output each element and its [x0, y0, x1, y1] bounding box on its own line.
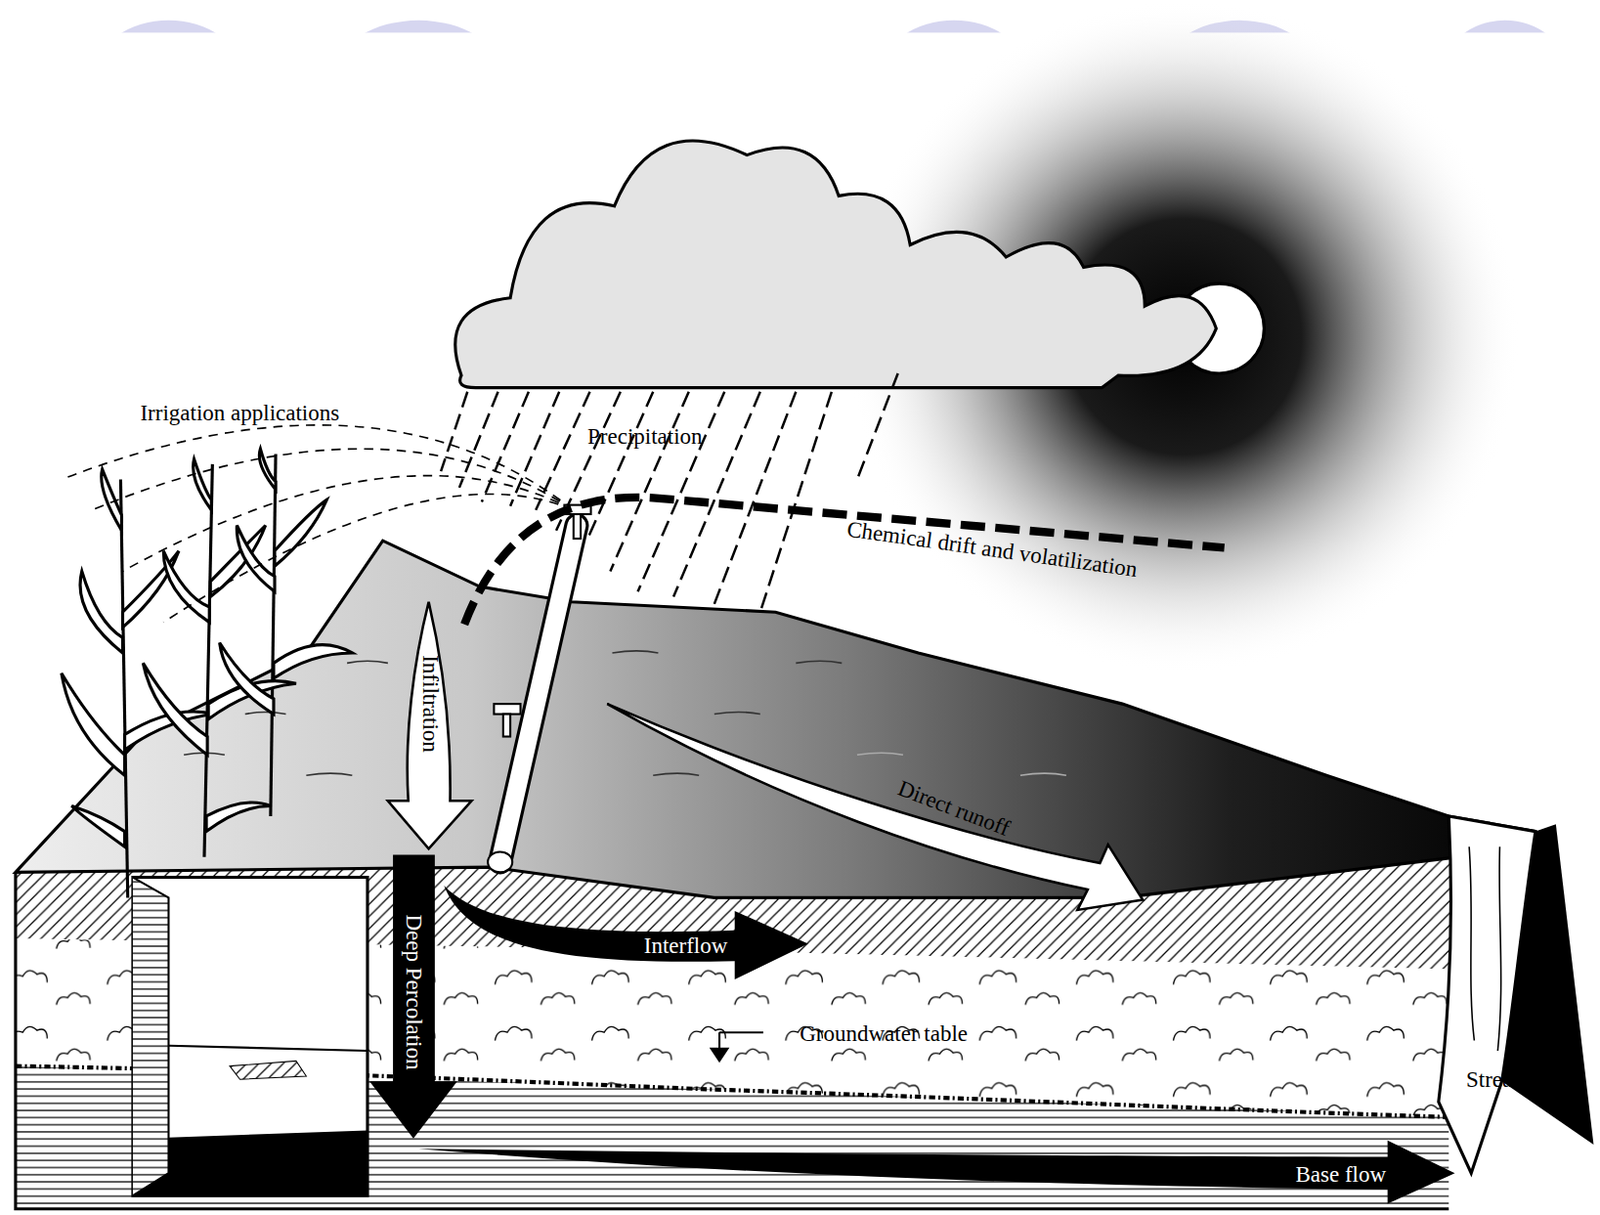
- rain-line: [638, 391, 726, 593]
- rain-line: [459, 391, 499, 488]
- irrigation-spray: [61, 425, 574, 623]
- stream-channel: [1438, 816, 1595, 1173]
- pointer-head: [711, 1048, 729, 1062]
- rain-line: [760, 391, 832, 612]
- flow-label: Infiltration: [417, 655, 442, 754]
- pit-hatch: [229, 1060, 306, 1080]
- flow-label: Chemical drift and volatilization: [845, 516, 1139, 582]
- texture-mark: [857, 752, 1067, 776]
- flow-label: Groundwater table: [799, 1021, 968, 1046]
- pit-line: [168, 1045, 368, 1051]
- flow-label: Stream: [1466, 1067, 1530, 1092]
- pointer-line: [719, 1031, 764, 1034]
- corn-stalk: [270, 453, 276, 816]
- rain-line: [510, 391, 560, 507]
- sprinkler-riser: [503, 714, 511, 737]
- deep-percolation-arrow: [369, 855, 458, 1139]
- sprinkler-head: [493, 703, 520, 714]
- spray-arc: [163, 493, 574, 622]
- infiltration-arrow: [388, 602, 473, 850]
- corn-stalk: [204, 464, 213, 858]
- rain-line: [481, 391, 529, 503]
- pit-box: [132, 877, 368, 1197]
- flow-label: Deep Percolation: [400, 913, 426, 1070]
- pipe: [500, 524, 577, 862]
- soil-pit: [132, 877, 368, 1197]
- rain-line: [440, 391, 468, 472]
- chemical-drift-line: [464, 497, 1225, 625]
- pit-water: [132, 1129, 368, 1196]
- corn-leaves: [219, 448, 353, 714]
- sprinkler-riser: [573, 514, 581, 539]
- flow-label: Base flow: [1296, 1162, 1387, 1187]
- interflow-arrow: [443, 885, 809, 980]
- rain-line: [586, 391, 653, 541]
- rain-line: [673, 391, 761, 598]
- stream-ripple: [1469, 846, 1502, 1051]
- spray-arc: [61, 425, 574, 511]
- base-flow-arrow: [418, 1140, 1455, 1205]
- stream-water: [1438, 816, 1536, 1173]
- pit-face: [132, 877, 170, 1197]
- groundwater-pointer: [711, 1032, 764, 1061]
- texture-mark: [183, 660, 389, 776]
- flow-label: Irrigation applications: [139, 400, 340, 426]
- pipe-outline: [500, 524, 577, 862]
- precipitation-lines: [440, 373, 899, 612]
- flow-label: Interflow: [644, 933, 729, 958]
- direct-runoff-arrow: [606, 703, 1143, 910]
- corn-leaves: [61, 469, 216, 847]
- corn-plants: [61, 448, 352, 898]
- rain-cloud: [455, 140, 1217, 389]
- rain-line: [609, 391, 689, 572]
- soil-profile: [15, 857, 1460, 1210]
- flow-label: Precipitation: [587, 424, 703, 449]
- flow-label: Direct runoff: [894, 775, 1013, 841]
- pipe-end: [487, 851, 513, 872]
- land-surface: [15, 540, 1536, 898]
- rain-line: [714, 391, 796, 605]
- spray-arc: [91, 448, 574, 511]
- rain-line: [857, 373, 899, 480]
